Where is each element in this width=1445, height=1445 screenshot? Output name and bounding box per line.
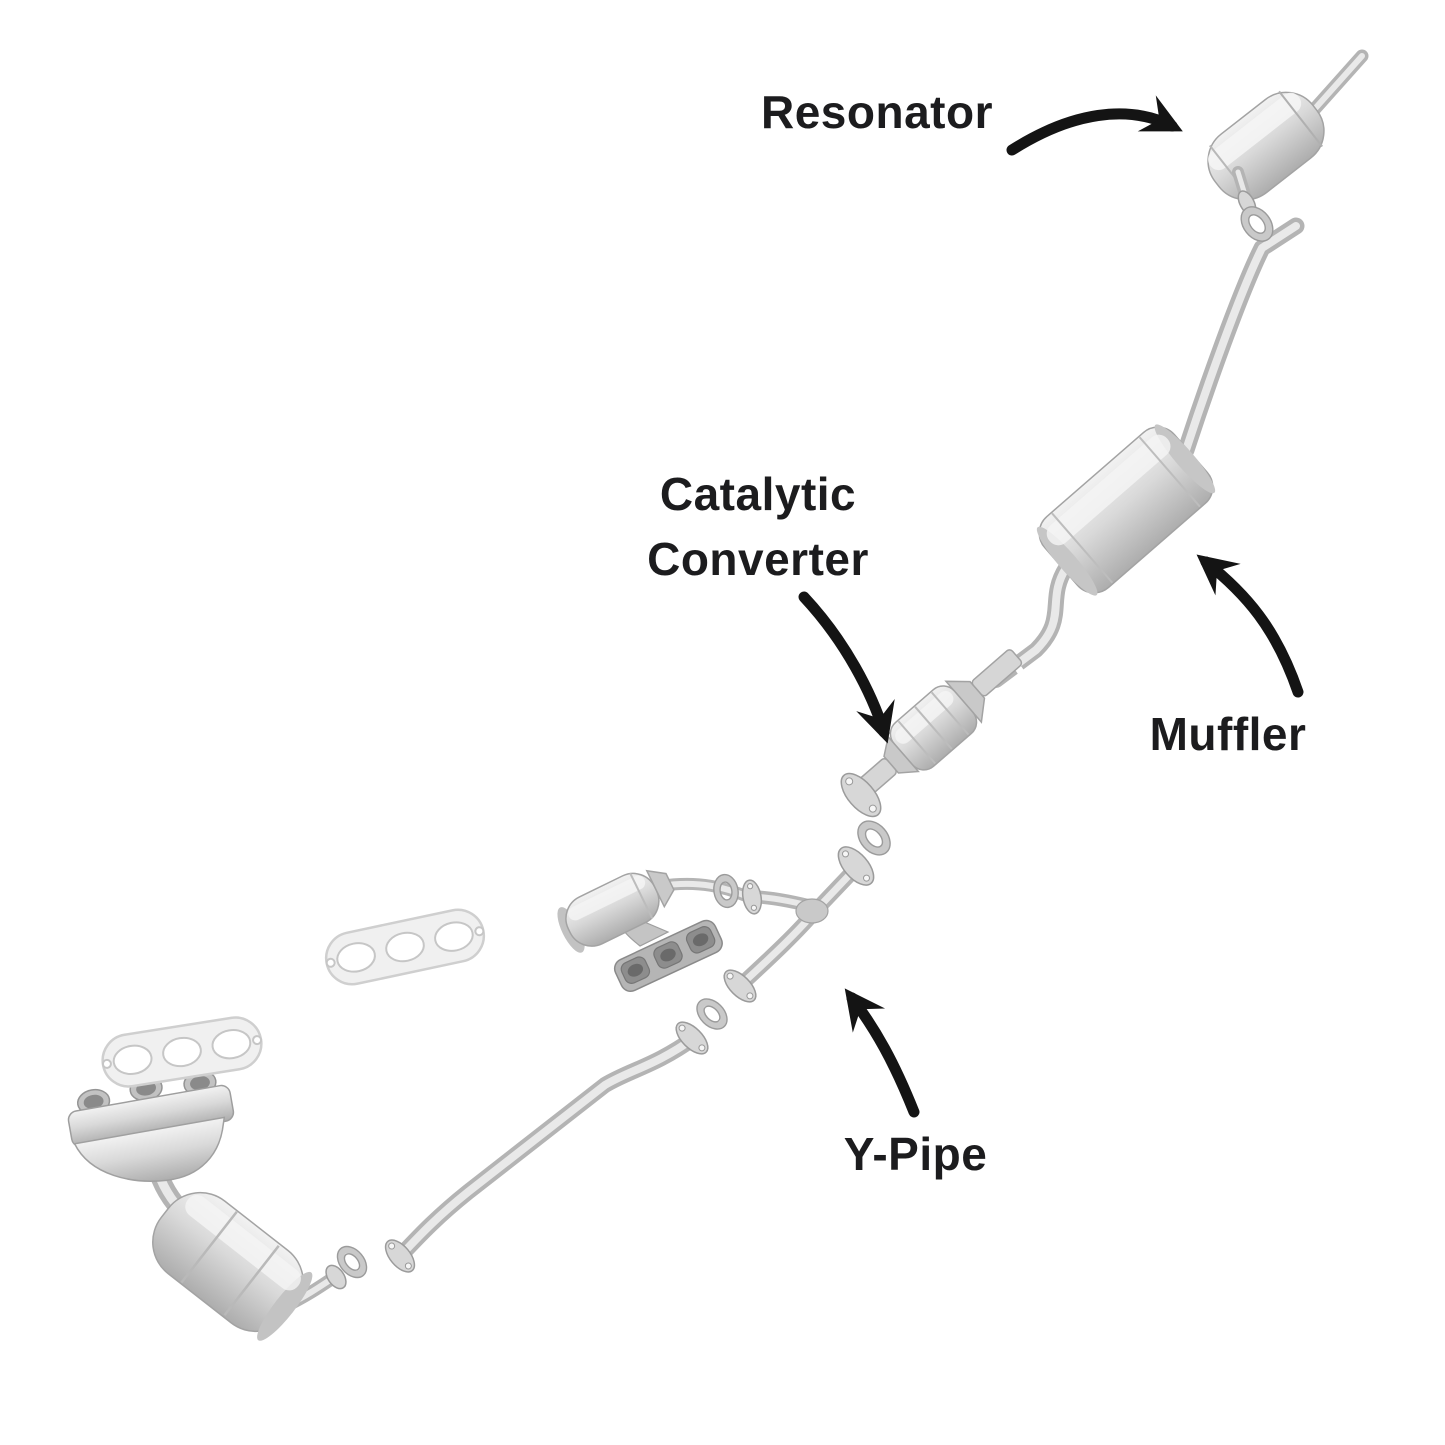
resonator-part — [1207, 49, 1369, 216]
resonator-arrow — [1006, 95, 1183, 156]
catalytic-converter-label-line1: Catalytic — [659, 468, 857, 520]
bottom-cat-outlet-flange — [325, 1264, 347, 1290]
secondary-catalytic-converter — [557, 869, 723, 993]
front-pipe-flanges — [384, 1021, 709, 1273]
cat-outlet-flange — [840, 772, 882, 818]
y-pipe-tubes — [736, 860, 864, 990]
gasket-ring-ypipe-lower — [696, 998, 728, 1030]
intermediate-pipe — [1177, 217, 1305, 459]
muffler-arrow — [1196, 554, 1304, 698]
y-pipe-part — [723, 846, 875, 1003]
front-pipe — [396, 1030, 702, 1260]
catalytic-converter-part — [840, 649, 1023, 818]
y-pipe-arrow — [844, 988, 920, 1118]
muffler-part — [1036, 424, 1216, 596]
manifold-gasket-mid — [324, 908, 486, 986]
y-pipe-label: Y-Pipe — [843, 1128, 988, 1180]
secondary-manifold — [613, 919, 723, 993]
catalytic-converter-label-line2: Converter — [647, 533, 869, 586]
muffler-label: Muffler — [1149, 708, 1307, 760]
gasket-ring-resonator — [1240, 206, 1274, 242]
gasket-ring-front-pipe — [336, 1245, 368, 1279]
manifold-gasket-left — [101, 1016, 263, 1088]
gasket-ring-ypipe-upper — [713, 873, 739, 909]
manifold-cat-assembly — [67, 1070, 347, 1341]
resonator-label: Resonator — [761, 86, 993, 138]
gasket-ring-cat — [857, 820, 891, 856]
catalytic-converter-arrow — [798, 591, 895, 744]
catalytic-converter-label: Catalytic Converter — [598, 462, 918, 593]
